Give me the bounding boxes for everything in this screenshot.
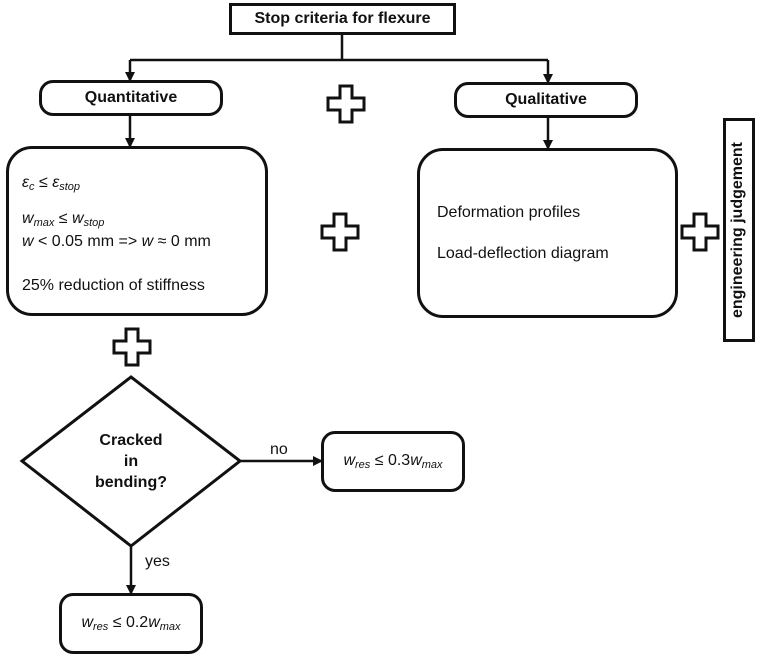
decision-text: Cracked in bending?	[95, 432, 167, 491]
title-text: Stop criteria for flexure	[254, 10, 431, 27]
branch-yes-label: yes	[145, 553, 170, 570]
quantitative-header: Quantitative	[39, 80, 223, 116]
qualitative-item-deformation: Deformation profiles	[437, 204, 581, 221]
quantitative-label: Quantitative	[84, 89, 178, 106]
result-cracked-text: wres ≤ 0.2wmax	[81, 614, 181, 633]
engineering-judgement-label: engineering judgement	[729, 142, 746, 319]
qualitative-label: Qualitative	[505, 91, 587, 108]
quantitative-criteria-box	[6, 146, 268, 316]
qualitative-item-load-deflection: Load-deflection diagram	[437, 245, 609, 262]
result-uncracked-box: wres ≤ 0.3wmax	[321, 431, 465, 492]
criterion-small-deflection: w < 0.05 mm => w ≈ 0 mm	[22, 233, 211, 250]
branch-no-label: no	[270, 441, 288, 458]
result-uncracked-text: wres ≤ 0.3wmax	[343, 452, 443, 471]
plus-icon	[326, 84, 366, 124]
decision-diamond	[19, 375, 243, 548]
criterion-stiffness: 25% reduction of stiffness	[22, 277, 205, 294]
criterion-strain: εc ≤ εstop	[22, 174, 81, 193]
criterion-deflection: wmax ≤ wstop	[22, 210, 105, 229]
plus-icon	[320, 212, 360, 252]
plus-icon	[680, 212, 720, 252]
result-cracked-box: wres ≤ 0.2wmax	[59, 593, 203, 654]
qualitative-header: Qualitative	[454, 82, 638, 118]
engineering-judgement-box	[723, 118, 755, 342]
connector-title-split	[130, 34, 548, 62]
title-box: Stop criteria for flexure	[229, 3, 456, 35]
plus-icon	[112, 327, 152, 367]
qualitative-criteria-box	[417, 148, 678, 318]
